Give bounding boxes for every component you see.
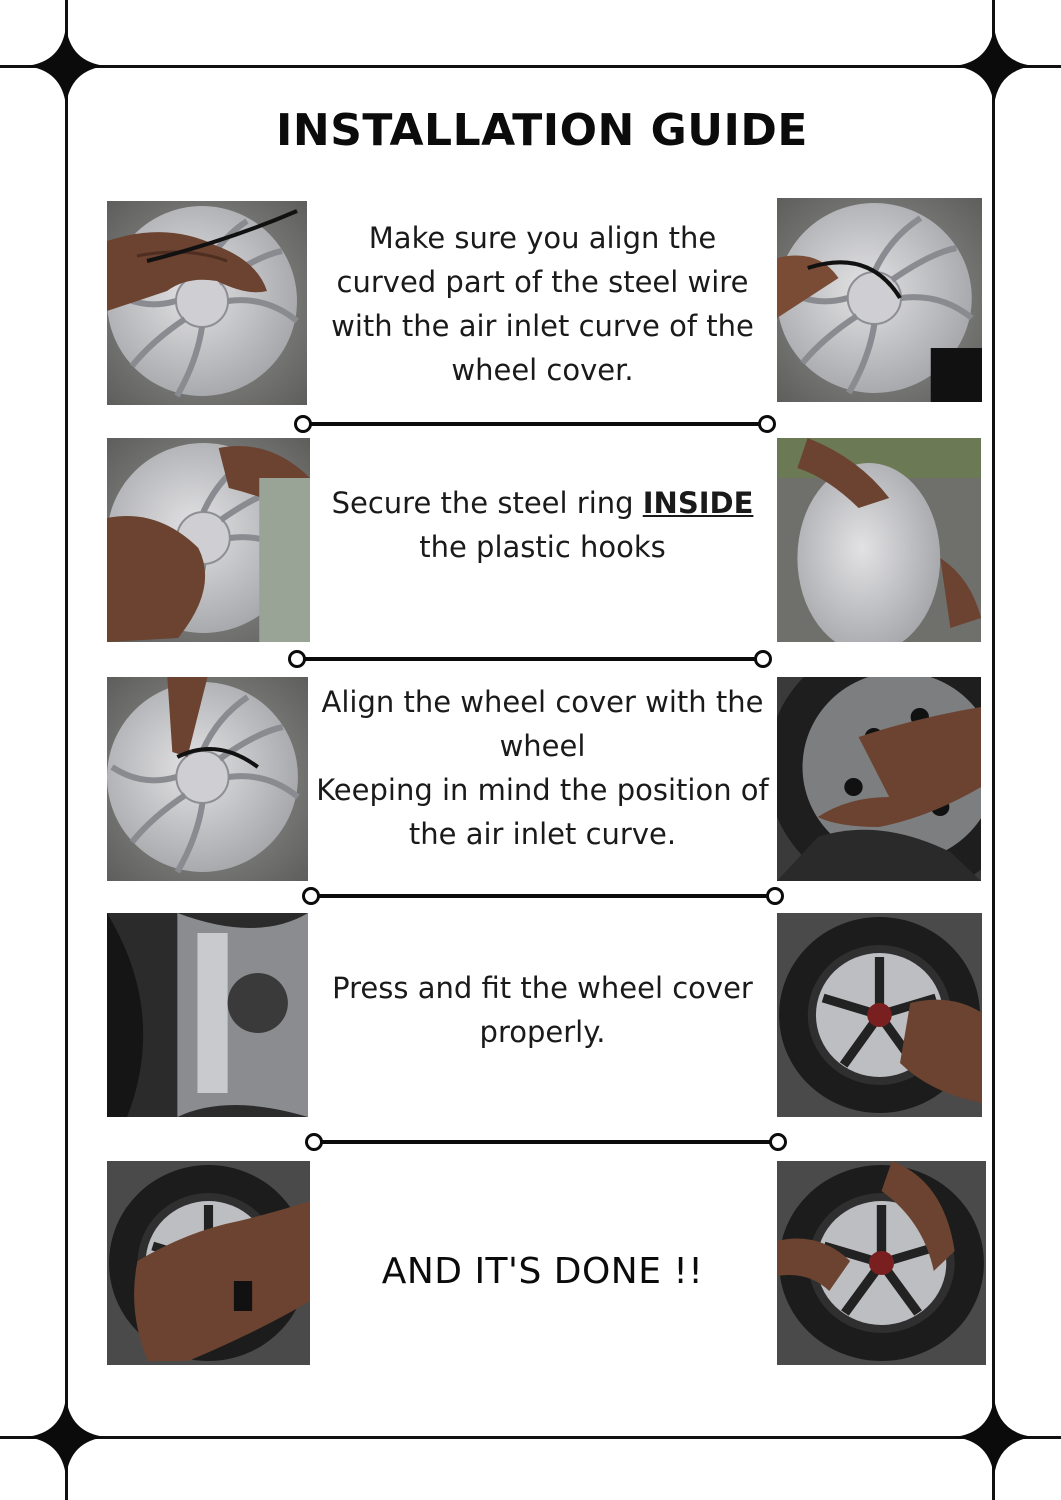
step-divider-4 bbox=[305, 1132, 787, 1152]
frame-top-line bbox=[0, 65, 1061, 68]
step-2-text-after: the plastic hooks bbox=[419, 530, 666, 564]
step-2-photo-right bbox=[777, 438, 981, 642]
step-3-line-1: Align the wheel cover with the wheel bbox=[321, 685, 764, 763]
step-divider-1 bbox=[294, 414, 776, 434]
step-1-photo-left bbox=[107, 201, 307, 405]
step-2-emphasis: INSIDE bbox=[642, 486, 754, 520]
align-cover-photo bbox=[107, 677, 308, 881]
step-divider-2 bbox=[288, 649, 772, 669]
wheel-cover-wire-photo bbox=[107, 201, 307, 405]
step-divider-3 bbox=[302, 886, 784, 906]
steel-wheel-inlet-photo bbox=[777, 677, 981, 881]
corner-sparkle-bottom-left bbox=[26, 1397, 106, 1477]
fitted-cover-hands-photo bbox=[777, 913, 982, 1117]
step-4-photo-left bbox=[107, 913, 308, 1117]
step-2-photo-left bbox=[107, 438, 310, 642]
final-press-photo bbox=[107, 1161, 310, 1365]
step-3-line-2: Keeping in mind the position of the air … bbox=[316, 773, 769, 851]
step-3-photo-right bbox=[777, 677, 981, 881]
done-text: AND IT'S DONE !! bbox=[381, 1251, 704, 1292]
wheel-cover-inlet-photo bbox=[777, 198, 982, 402]
finished-wheel-photo bbox=[777, 1161, 986, 1365]
step-3-photo-left bbox=[107, 677, 308, 881]
step-2-text: Secure the steel ring INSIDE the plastic… bbox=[315, 481, 770, 569]
corner-sparkle-top-right bbox=[954, 26, 1034, 106]
step-3-text: Align the wheel cover with the wheel Kee… bbox=[315, 680, 770, 856]
press-fit-photo bbox=[107, 913, 308, 1117]
step-5-photo-left bbox=[107, 1161, 310, 1365]
page-title: INSTALLATION GUIDE bbox=[276, 105, 808, 156]
step-1-text: Make sure you align the curved part of t… bbox=[331, 221, 754, 387]
step-1-photo-right bbox=[777, 198, 982, 402]
frame-bottom-line bbox=[0, 1436, 1061, 1439]
frame-right-line bbox=[992, 0, 995, 1500]
wheel-cover-street-photo bbox=[777, 438, 981, 642]
step-2-text-before: Secure the steel ring bbox=[331, 486, 643, 520]
step-4-text: Press and fit the wheel cover properly. bbox=[332, 971, 753, 1049]
corner-sparkle-bottom-right bbox=[954, 1397, 1034, 1477]
frame-left-line bbox=[65, 0, 68, 1500]
corner-sparkle-top-left bbox=[26, 26, 106, 106]
step-4-photo-right bbox=[777, 913, 982, 1117]
step-5-photo-right bbox=[777, 1161, 986, 1365]
steel-ring-hooks-photo bbox=[107, 438, 310, 642]
